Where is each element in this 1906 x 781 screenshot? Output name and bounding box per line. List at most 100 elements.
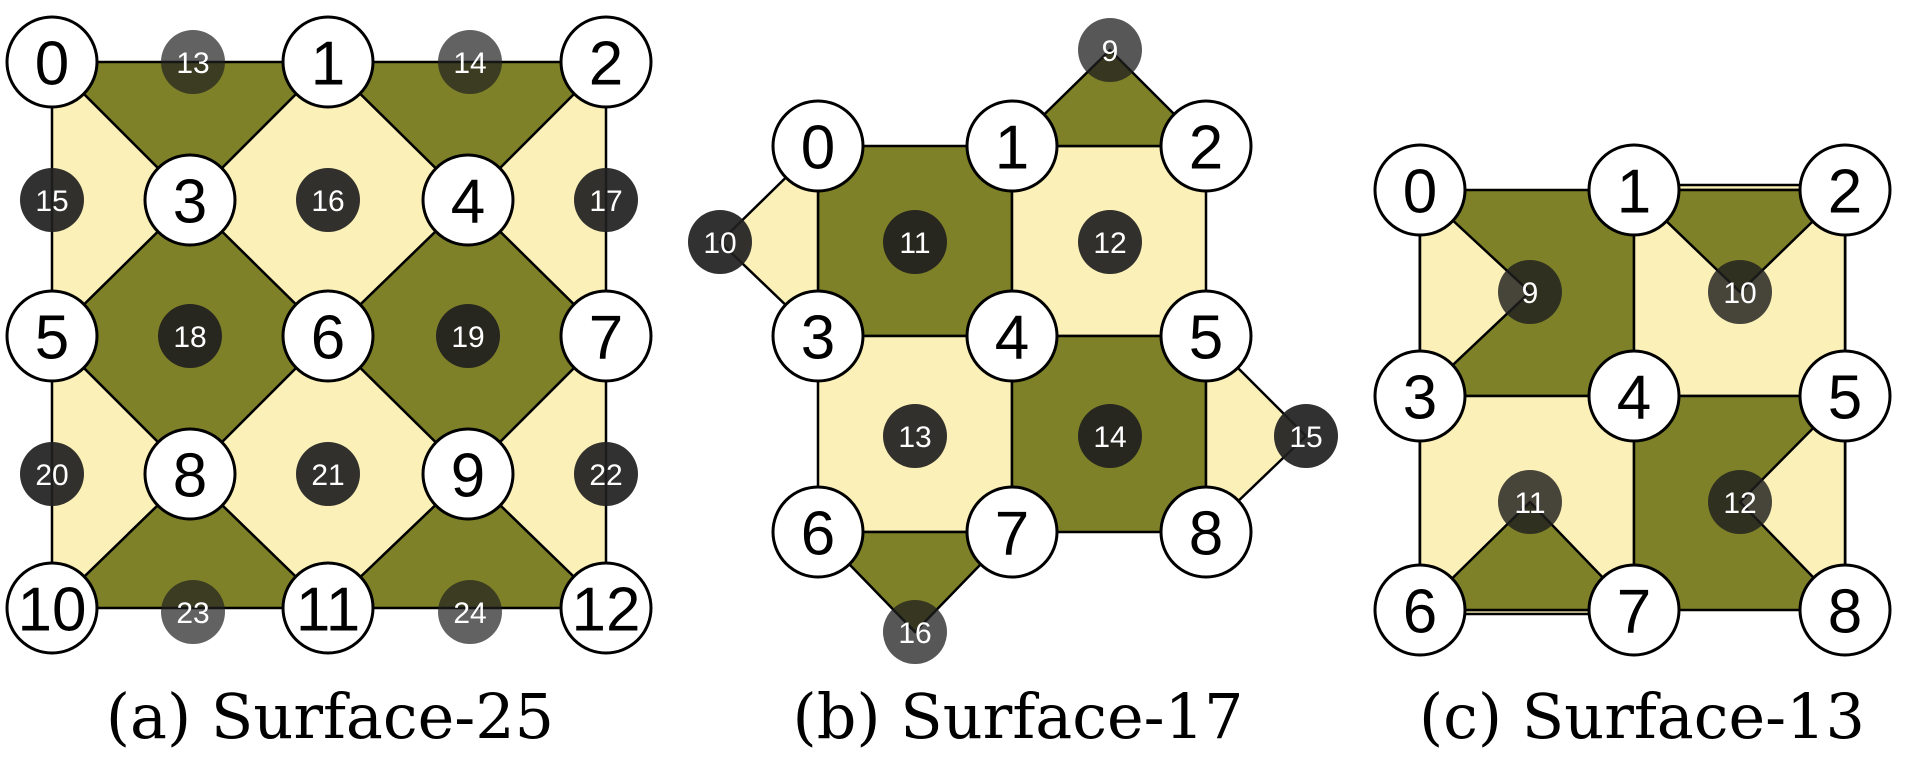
data-qubit-label-2: 2 xyxy=(589,29,623,98)
data-qubit-label-7: 7 xyxy=(995,499,1029,568)
ancilla-label-12: 12 xyxy=(1093,227,1126,260)
data-qubit-label-2: 2 xyxy=(1189,113,1223,182)
data-qubit-2 xyxy=(1798,143,1892,237)
face-dark-boundary xyxy=(1010,48,1208,148)
data-qubit-12 xyxy=(559,561,653,655)
data-qubit-label-6: 6 xyxy=(801,499,835,568)
data-qubit-0 xyxy=(5,15,99,109)
data-qubit-label-2: 2 xyxy=(1828,157,1862,226)
data-qubit-7 xyxy=(1587,563,1681,657)
ancilla-label-18: 18 xyxy=(173,321,206,354)
face-dark-triangle xyxy=(1632,188,1847,294)
ancilla-label-24: 24 xyxy=(453,597,486,630)
data-qubit-label-5: 5 xyxy=(35,303,69,372)
data-qubit-2 xyxy=(1159,99,1253,193)
data-qubit-11 xyxy=(281,561,375,655)
data-qubit-label-4: 4 xyxy=(451,167,485,236)
data-qubit-10 xyxy=(5,561,99,655)
data-qubit-1 xyxy=(281,15,375,109)
data-qubit-label-6: 6 xyxy=(311,303,345,372)
data-qubit-label-6: 6 xyxy=(1403,577,1437,646)
ancilla-label-16: 16 xyxy=(898,617,931,650)
ancilla-qubit-20 xyxy=(20,442,84,506)
data-qubit-4 xyxy=(421,153,515,247)
ancilla-qubit-14 xyxy=(1078,404,1142,468)
ancilla-qubit-15 xyxy=(20,168,84,232)
ancilla-label-12: 12 xyxy=(1723,487,1756,520)
ancilla-qubit-11 xyxy=(883,210,947,274)
data-qubit-label-0: 0 xyxy=(35,29,69,98)
data-qubit-label-5: 5 xyxy=(1828,363,1862,432)
ancilla-qubit-16 xyxy=(883,600,947,664)
data-qubit-3 xyxy=(1373,349,1467,443)
data-qubit-label-8: 8 xyxy=(1189,499,1223,568)
ancilla-label-17: 17 xyxy=(589,185,622,218)
ancilla-qubit-12 xyxy=(1708,470,1772,534)
data-qubit-label-3: 3 xyxy=(1403,363,1437,432)
face-dark-boundary xyxy=(816,530,1014,634)
data-qubit-label-3: 3 xyxy=(801,303,835,372)
ancilla-label-14: 14 xyxy=(1093,421,1126,454)
data-qubit-0 xyxy=(771,99,865,193)
data-qubit-8 xyxy=(143,427,237,521)
ancilla-qubit-13 xyxy=(883,404,947,468)
face-light-triangle xyxy=(1418,188,1532,398)
data-qubit-label-3: 3 xyxy=(173,167,207,236)
face-light-triangle xyxy=(1738,394,1847,612)
data-qubit-label-9: 9 xyxy=(451,441,485,510)
face-dark-triangle xyxy=(1418,500,1636,612)
ancilla-label-11: 11 xyxy=(899,227,930,260)
ancilla-qubit-19 xyxy=(436,304,500,368)
data-qubit-5 xyxy=(5,289,99,383)
ancilla-qubit-16 xyxy=(296,168,360,232)
ancilla-qubit-24 xyxy=(438,580,502,644)
data-qubit-label-4: 4 xyxy=(1617,363,1651,432)
data-qubit-4 xyxy=(965,289,1059,383)
data-qubit-label-4: 4 xyxy=(995,303,1029,372)
data-qubit-6 xyxy=(771,485,865,579)
ancilla-label-20: 20 xyxy=(35,459,68,492)
ancilla-qubit-23 xyxy=(161,580,225,644)
ancilla-qubit-13 xyxy=(161,30,225,94)
ancilla-label-10: 10 xyxy=(703,227,736,260)
data-qubit-0 xyxy=(1373,143,1467,237)
data-qubit-6 xyxy=(1373,563,1467,657)
ancilla-qubit-18 xyxy=(158,304,222,368)
data-qubit-1 xyxy=(1587,143,1681,237)
ancilla-label-21: 21 xyxy=(311,459,344,492)
ancilla-qubit-14 xyxy=(438,30,502,94)
caption-surface-13: (c) Surface-13 xyxy=(1418,680,1866,753)
ancilla-qubit-9 xyxy=(1078,18,1142,82)
data-qubit-label-1: 1 xyxy=(311,29,345,98)
ancilla-label-15: 15 xyxy=(35,185,68,218)
data-qubit-7 xyxy=(559,289,653,383)
ancilla-qubit-22 xyxy=(574,442,638,506)
data-qubit-3 xyxy=(143,153,237,247)
data-qubit-3 xyxy=(771,289,865,383)
data-qubit-label-12: 12 xyxy=(572,575,641,644)
ancilla-label-15: 15 xyxy=(1289,421,1322,454)
ancilla-label-16: 16 xyxy=(311,185,344,218)
data-qubit-8 xyxy=(1798,563,1892,657)
data-qubit-9 xyxy=(421,427,515,521)
data-qubit-5 xyxy=(1159,289,1253,383)
ancilla-label-22: 22 xyxy=(589,459,622,492)
data-qubit-label-1: 1 xyxy=(995,113,1029,182)
ancilla-qubit-15 xyxy=(1274,404,1338,468)
ancilla-label-10: 10 xyxy=(1723,277,1756,310)
face-light-boundary xyxy=(718,144,820,338)
ancilla-label-14: 14 xyxy=(453,47,486,80)
ancilla-qubit-10 xyxy=(688,210,752,274)
data-qubit-7 xyxy=(965,485,1059,579)
ancilla-label-13: 13 xyxy=(176,47,209,80)
ancilla-qubit-11 xyxy=(1498,470,1562,534)
data-qubit-5 xyxy=(1798,349,1892,443)
ancilla-qubit-17 xyxy=(574,168,638,232)
caption-surface-25: (a) Surface-25 xyxy=(105,680,555,753)
data-qubit-1 xyxy=(965,99,1059,193)
data-qubit-label-8: 8 xyxy=(1828,577,1862,646)
